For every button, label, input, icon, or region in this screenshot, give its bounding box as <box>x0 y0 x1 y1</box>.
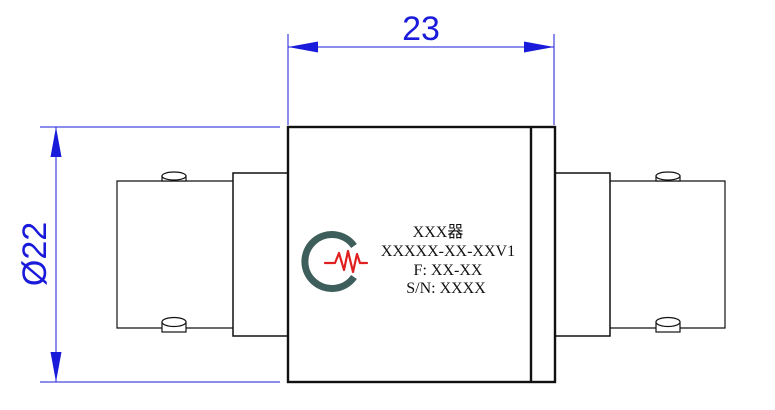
company-logo-icon <box>301 231 369 292</box>
width-label: 23 <box>402 10 440 48</box>
serial-number: S/N: XXXX <box>406 280 486 297</box>
right-top-pin <box>655 171 681 182</box>
diameter-dimension: Ø22 <box>16 126 280 383</box>
diameter-arrow-top <box>50 127 62 157</box>
nameplate: XXX器 XXXXX-XX-XXV1 F: XX-XX S/N: XXXX <box>381 223 515 297</box>
width-dimension: 23 <box>287 10 555 125</box>
right-connector <box>554 171 726 337</box>
product-name: XXX器 <box>413 223 464 241</box>
diameter-label: Ø22 <box>16 222 54 286</box>
left-connector <box>116 171 289 337</box>
left-top-pin <box>161 171 187 182</box>
main-body <box>286 125 557 384</box>
left-bottom-pin <box>161 316 187 333</box>
width-arrow-left <box>288 41 318 53</box>
model-number: XXXXX-XX-XXV1 <box>381 243 515 260</box>
diameter-arrow-bottom <box>50 352 62 382</box>
frequency-spec: F: XX-XX <box>414 262 483 279</box>
right-bottom-pin <box>655 316 681 333</box>
width-arrow-right <box>524 41 554 53</box>
